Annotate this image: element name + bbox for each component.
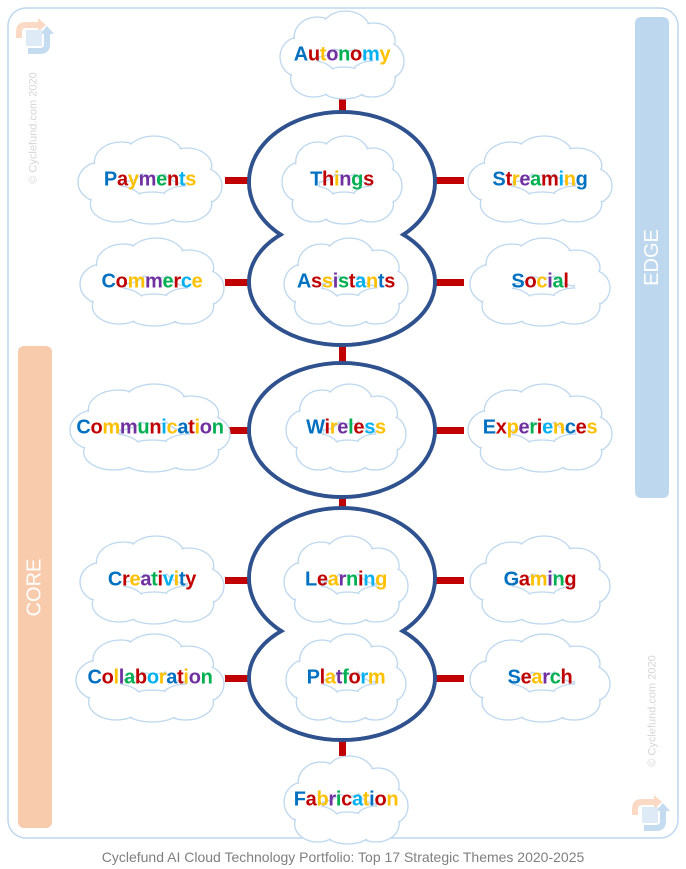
cloud-shape xyxy=(285,633,407,723)
core-label: CORE xyxy=(23,558,46,616)
cloud-shape xyxy=(469,535,611,625)
connector-line xyxy=(434,279,464,286)
edge-section-bar: EDGE xyxy=(635,17,669,498)
diagram-caption: Cyclefund AI Cloud Technology Portfolio:… xyxy=(101,849,585,865)
theme-communication: Communication xyxy=(76,416,224,439)
cloud-shape xyxy=(75,633,225,723)
logo-icon xyxy=(632,795,670,831)
cloud-shape xyxy=(467,383,613,473)
theme-social: Social xyxy=(511,270,569,293)
theme-gaming: Gaming xyxy=(503,568,577,591)
cloud-shape xyxy=(281,135,403,225)
cloud-shape xyxy=(79,237,225,327)
watermark: © Cyclefund.com 2020 xyxy=(27,72,40,184)
cloud-shape xyxy=(467,135,613,225)
watermark: © Cyclefund.com 2020 xyxy=(646,655,659,767)
connector-line xyxy=(339,738,346,756)
theme-autonomy: Autonomy xyxy=(293,43,391,66)
connector-line xyxy=(434,427,464,434)
connector-line xyxy=(225,427,251,434)
clouds xyxy=(69,10,613,845)
theme-wireless: Wireless xyxy=(306,416,386,439)
theme-assistants: Assistants xyxy=(296,270,396,293)
theme-platform: Platform xyxy=(306,666,386,689)
cloud-shape xyxy=(469,237,611,327)
theme-learning: Learning xyxy=(304,568,388,591)
connector-line xyxy=(225,577,251,584)
theme-things: Things xyxy=(310,168,374,191)
cloud-shape xyxy=(285,383,407,473)
cloud-shape xyxy=(69,383,231,473)
connector-line xyxy=(225,675,251,682)
connector-line xyxy=(225,279,251,286)
theme-creativity: Creativity xyxy=(107,568,197,591)
cloud-shape xyxy=(283,755,409,845)
connector-line xyxy=(339,90,346,114)
theme-experiences: Experiences xyxy=(482,416,598,439)
connectors xyxy=(225,90,464,756)
edge-label: EDGE xyxy=(640,229,663,286)
core-section-bar: CORE xyxy=(18,346,52,828)
cloud-shape xyxy=(283,237,409,327)
cloud-shape xyxy=(77,135,223,225)
connector-line xyxy=(225,177,251,184)
cloud-shape xyxy=(79,535,225,625)
cloud-shape xyxy=(469,633,611,723)
connector-line xyxy=(434,577,464,584)
cloud-shape xyxy=(279,10,405,100)
theme-search: Search xyxy=(507,666,573,689)
theme-streaming: Streaming xyxy=(492,168,588,191)
connector-line xyxy=(339,496,346,510)
theme-commerce: Commerce xyxy=(101,270,203,293)
theme-payments: Payments xyxy=(103,168,197,191)
cloud-shape xyxy=(283,535,409,625)
logo-icon xyxy=(16,18,54,54)
connector-line xyxy=(339,344,346,364)
connector-line xyxy=(434,675,464,682)
theme-collaboration: Collaboration xyxy=(87,666,213,689)
connector-line xyxy=(434,177,464,184)
theme-fabrication: Fabrication xyxy=(293,788,399,811)
